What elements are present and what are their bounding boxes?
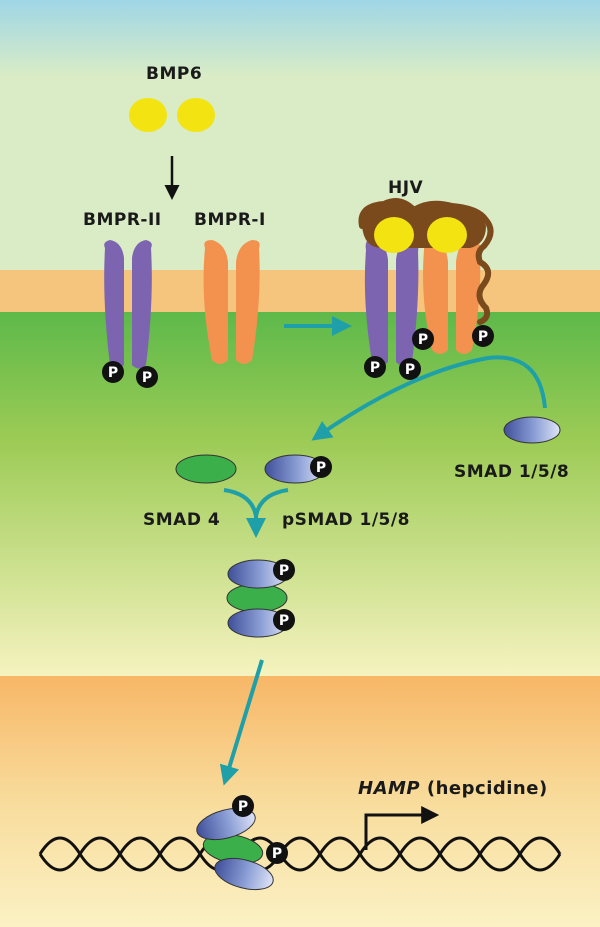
bmpr2-receptor xyxy=(104,240,152,369)
phospho-label: P xyxy=(405,362,415,378)
cytoplasm-region xyxy=(0,312,600,677)
bmpr2-label: BMPR-II xyxy=(83,210,162,230)
smad4-protein xyxy=(175,454,237,484)
phospho-label: P xyxy=(238,799,248,815)
psmad158-protein: P xyxy=(264,454,332,484)
nucleus-region xyxy=(0,676,600,927)
cell-membrane xyxy=(0,270,600,312)
bmp6-label: BMP6 xyxy=(146,64,203,84)
phospho-site: P xyxy=(273,559,295,581)
hamp-gene-label: HAMP xyxy=(358,778,421,799)
phospho-label: P xyxy=(370,360,380,376)
transcription-arrow xyxy=(364,806,440,850)
hjv-label: HJV xyxy=(388,178,424,198)
phospho-site: P xyxy=(266,842,288,864)
extracellular-region xyxy=(0,0,600,272)
bmpr1-receptor xyxy=(423,238,481,354)
phospho-site: P xyxy=(102,361,124,383)
phospho-label: P xyxy=(108,365,118,381)
phospho-label: P xyxy=(142,370,152,386)
phospho-site: P xyxy=(136,366,158,388)
phospho-site: P xyxy=(412,328,434,350)
smad-complex: P P xyxy=(226,559,295,638)
bmpr1-receptor xyxy=(203,240,260,364)
bmpr2-receptor xyxy=(364,238,419,366)
phospho-site: P xyxy=(364,356,386,378)
bmp6-bound xyxy=(374,217,467,253)
hamp-gene-label-row: HAMP (hepcidine) xyxy=(358,778,548,799)
bmpr1-label: BMPR-I xyxy=(194,210,266,230)
hamp-product-label: (hepcidine) xyxy=(426,778,548,799)
translocation-arrow xyxy=(219,659,264,786)
phospho-site: P xyxy=(472,325,494,347)
complex-formation-arrow xyxy=(223,488,289,530)
phospho-label: P xyxy=(279,613,289,629)
smad4-label: SMAD 4 xyxy=(143,510,221,530)
phospho-site: P xyxy=(310,456,332,478)
smad158-label: SMAD 1/5/8 xyxy=(454,462,570,482)
phospho-label: P xyxy=(478,329,488,345)
smad-complex-bound: P P xyxy=(196,795,288,891)
smad158-protein xyxy=(503,416,561,444)
phospho-site: P xyxy=(273,609,295,631)
phospho-label: P xyxy=(316,460,326,476)
phospho-label: P xyxy=(418,332,428,348)
phospho-site: P xyxy=(232,795,254,817)
phospho-site: P xyxy=(399,358,421,380)
phospho-label: P xyxy=(272,846,282,862)
bmp6-ligand xyxy=(129,98,215,132)
phospho-label: P xyxy=(279,563,289,579)
phosphorylation-arrow xyxy=(311,355,547,441)
psmad158-label: pSMAD 1/5/8 xyxy=(282,510,410,530)
dna-helix xyxy=(38,836,562,872)
